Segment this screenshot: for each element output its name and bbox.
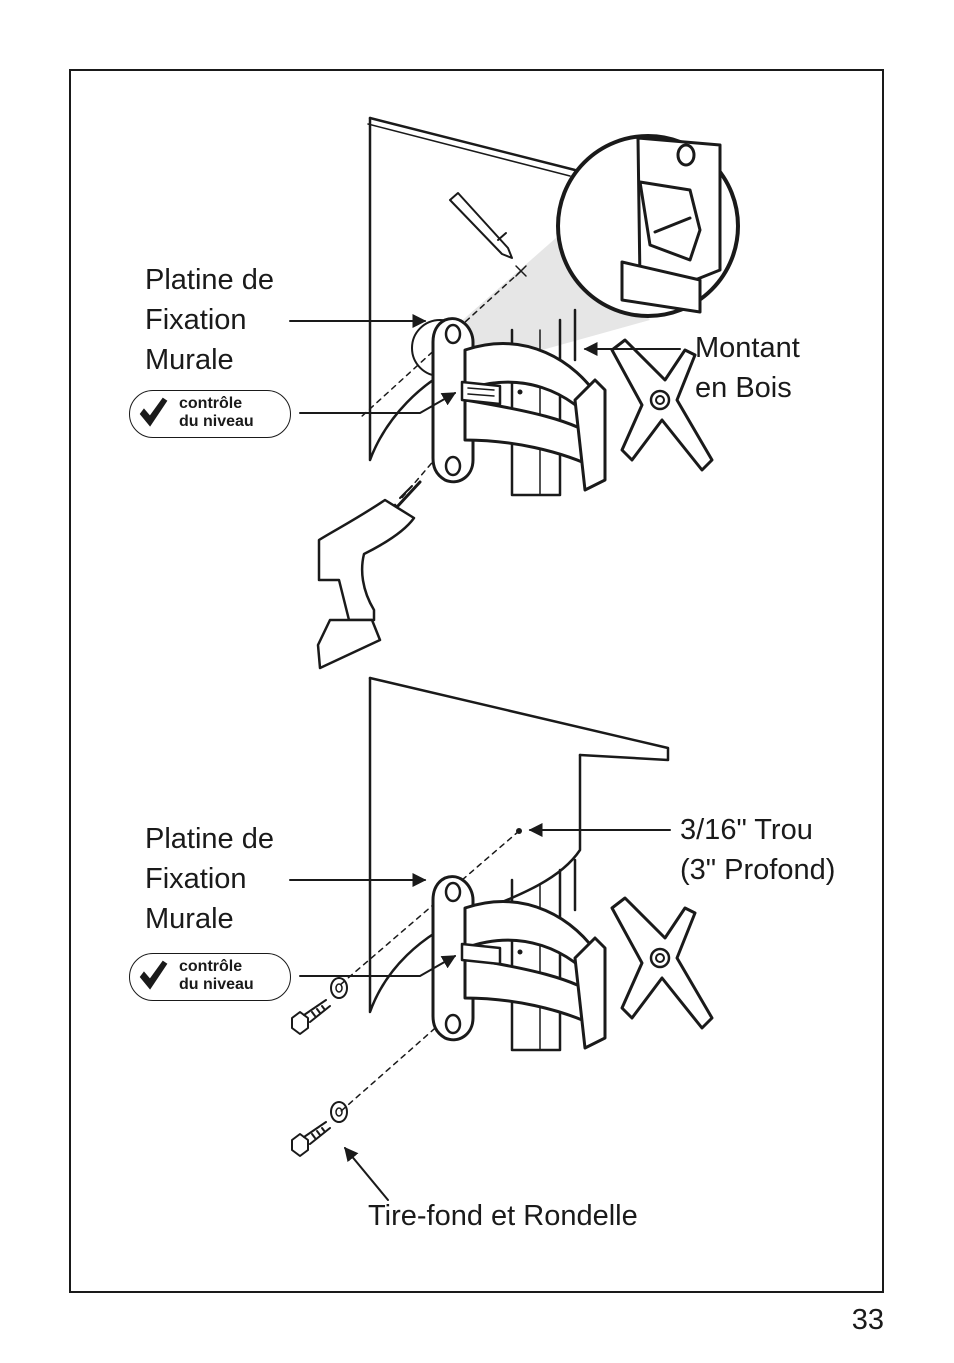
level-check-badge: contrôle du niveau (129, 390, 291, 438)
level-check-badge: contrôle du niveau (129, 953, 291, 1001)
checkmark-icon (134, 395, 172, 433)
label-line: en Bois (695, 372, 792, 404)
lag-bolt-icon (291, 999, 331, 1157)
badge-line: contrôle (179, 395, 243, 412)
washer-icon (330, 977, 348, 1123)
label-line: Platine de (145, 823, 274, 855)
label-hole: 3/16" Trou (3" Profond) (680, 810, 835, 890)
label-bottom-bracket: Platine de Fixation Murale (145, 819, 274, 939)
badge-text: contrôle du niveau (179, 395, 254, 431)
label-top-bracket: Platine de Fixation Murale (145, 260, 274, 380)
magnified-detail (620, 136, 722, 314)
pencil-icon (449, 192, 513, 259)
bottom-panel-drawing (289, 676, 714, 1201)
badge-text: contrôle du niveau (179, 958, 254, 994)
label-line: Murale (145, 344, 234, 376)
top-panel-drawing (289, 116, 740, 670)
label-stud: Montant en Bois (695, 328, 800, 408)
checkmark-icon (134, 958, 172, 996)
label-line: Murale (145, 903, 234, 935)
badge-line: contrôle (179, 958, 243, 975)
page-number: 33 (851, 1304, 884, 1336)
label-line: Montant (695, 332, 800, 364)
label-lag-bolt: Tire-fond et Rondelle (368, 1200, 638, 1232)
drill-icon (316, 480, 422, 670)
label-line: Fixation (145, 863, 247, 895)
label-line: 3/16" Trou (680, 814, 813, 846)
badge-line: du niveau (179, 413, 254, 430)
label-line: Platine de (145, 264, 274, 296)
illustration-frame (69, 69, 884, 1293)
label-line: Fixation (145, 304, 247, 336)
label-line: (3" Profond) (680, 854, 836, 886)
badge-line: du niveau (179, 976, 254, 993)
